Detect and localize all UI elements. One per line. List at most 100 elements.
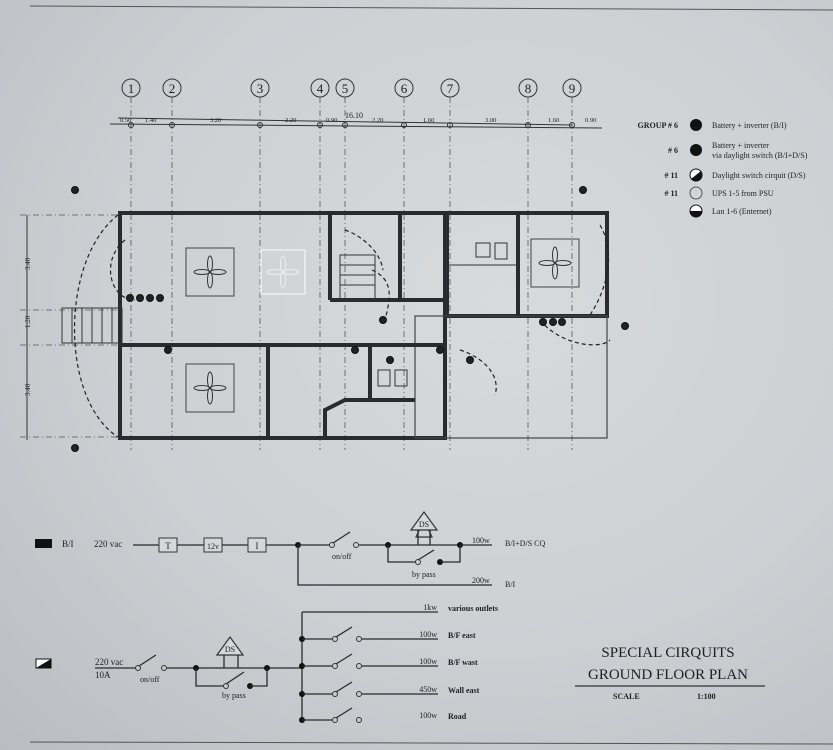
light-point-icon xyxy=(71,186,79,194)
filled-circle-icon xyxy=(690,119,702,131)
grid-axis-label: 5 xyxy=(342,81,349,96)
branch-power: 450w xyxy=(419,685,437,694)
title-block: SPECIAL CIRQUITS GROUND FLOOR PLAN SCALE… xyxy=(575,645,765,701)
grid-axis-9: 9 xyxy=(562,78,582,450)
circuit1-switch-label: on/off xyxy=(332,552,352,561)
circuit1-output2-power: 200w xyxy=(472,576,490,585)
light-point-icon xyxy=(436,346,444,354)
scale-label: SCALE xyxy=(613,692,640,701)
light-point-icon xyxy=(136,294,144,302)
grid-axis-5: 5 xyxy=(335,78,355,450)
legend-label: Lan 1-6 (Enternet) xyxy=(712,207,772,216)
block-inverter: I xyxy=(256,541,259,551)
grid-axis-2: 2 xyxy=(162,78,182,450)
circuit1-key-label: B/I xyxy=(62,539,74,549)
light-point-icon xyxy=(71,444,79,452)
legend-item: # 11 UPS 1-5 from PSU xyxy=(664,186,774,200)
light-point-icon xyxy=(549,318,557,326)
branch-power: 100w xyxy=(419,711,437,720)
dimension-segment: 0.90 xyxy=(585,117,596,124)
title-line1: SPECIAL CIRQUITS xyxy=(601,645,734,661)
grid-axis-7: 7 xyxy=(440,78,460,450)
light-point-icon xyxy=(539,318,547,326)
back-yard-outline xyxy=(414,315,608,439)
legend-label: UPS 1-5 from PSU xyxy=(712,189,774,198)
dimension-vertical-3: 3.40 xyxy=(24,383,32,396)
legend-group: # 11 xyxy=(664,189,678,198)
grid-axis-label: 4 xyxy=(317,81,324,96)
legend-label-2: via daylight switch (B/I+D/S) xyxy=(712,151,808,160)
light-point-icon xyxy=(379,316,387,324)
branch-0: 1kw various outlets xyxy=(302,603,498,613)
circuit1-ds-label: DS xyxy=(419,520,429,529)
stairs xyxy=(61,254,376,344)
dimension-vertical-2: 1.20 xyxy=(24,315,32,328)
title-line2: GROUND FLOOR PLAN xyxy=(588,667,748,683)
grid-axis-label: 6 xyxy=(401,81,408,96)
grid-axis-label: 1 xyxy=(128,81,135,96)
main-outer-wall xyxy=(118,211,447,440)
ceiling-fan-icon xyxy=(185,247,235,297)
circuit1-output1-label: B/I+D/S CQ xyxy=(505,539,546,548)
branch-4: 100w Road xyxy=(299,707,467,723)
legend-group: # 6 xyxy=(668,146,678,155)
branch-label: Road xyxy=(448,712,467,721)
dimension-segment: 1.60 xyxy=(423,117,434,124)
branch-power: 100w xyxy=(419,657,437,666)
light-point-icon xyxy=(621,322,629,330)
dimension-segment: 3.00 xyxy=(485,117,496,124)
daylight-switch-key xyxy=(36,659,51,668)
legend: GROUP # 6 Battery + inverter (B/I) # 6 Batt… xyxy=(638,119,808,218)
grid-axis-label: 8 xyxy=(525,81,532,96)
circuit2-ds-label: DS xyxy=(225,645,235,654)
open-circle-icon xyxy=(689,186,703,200)
circuit2-switch-label: on/off xyxy=(140,675,160,684)
branch-label: various outlets xyxy=(448,604,498,613)
legend-group: GROUP # 6 xyxy=(638,121,678,130)
grid-axis-label: 7 xyxy=(447,81,454,96)
light-point-icon xyxy=(156,294,164,302)
branch-label: Wall east xyxy=(448,686,480,695)
legend-label: Battery + inverter xyxy=(712,141,769,150)
circuit1-input: 220 vac xyxy=(94,539,122,549)
legend-item: Lan 1-6 (Enternet) xyxy=(689,204,772,218)
toilet-icon xyxy=(394,369,408,387)
ceiling-fan-icon xyxy=(260,249,306,295)
dimension-segment: 2.20 xyxy=(372,117,383,124)
light-point-icon xyxy=(386,356,394,364)
dimension-segment: 0.50 xyxy=(120,117,131,124)
circuit-battery-inverter: B/I 220 vac T 12v I on/off DS by pass 10… xyxy=(35,510,546,589)
dimension-segment: 3.20 xyxy=(210,117,221,124)
circuit2-input: 220 vac xyxy=(95,657,123,667)
circuit1-output1-power: 100w xyxy=(472,536,490,545)
legend-label: Battery + inverter (B/I) xyxy=(712,121,787,130)
toilet-icon xyxy=(377,369,391,387)
branch-power: 1kw xyxy=(423,603,437,612)
dimension-segment: 0.90 xyxy=(326,117,337,124)
light-point-icon xyxy=(146,294,154,302)
circuit2-amps: 10A xyxy=(95,670,111,680)
dimension-vertical-1: 3.40 xyxy=(24,257,32,270)
grid-axis-8: 8 xyxy=(518,78,538,450)
toilet-icon xyxy=(494,242,508,260)
dimension-segment: 1.60 xyxy=(548,117,559,124)
light-point-icon xyxy=(126,294,134,302)
dimension-segment: 2.20 xyxy=(285,117,296,124)
scale-value: 1:100 xyxy=(697,692,716,701)
legend-group: # 11 xyxy=(664,171,678,180)
grid-axis-1: 1 xyxy=(121,78,141,450)
ceiling-fan-icon xyxy=(530,238,580,288)
circuit1-output2-label: B/I xyxy=(505,580,516,589)
branch-power: 100w xyxy=(419,630,437,639)
light-point-icon xyxy=(466,356,474,364)
grid-axis-6: 6 xyxy=(394,78,414,450)
light-point-icon xyxy=(164,346,172,354)
battery-inverter-key xyxy=(35,539,52,548)
